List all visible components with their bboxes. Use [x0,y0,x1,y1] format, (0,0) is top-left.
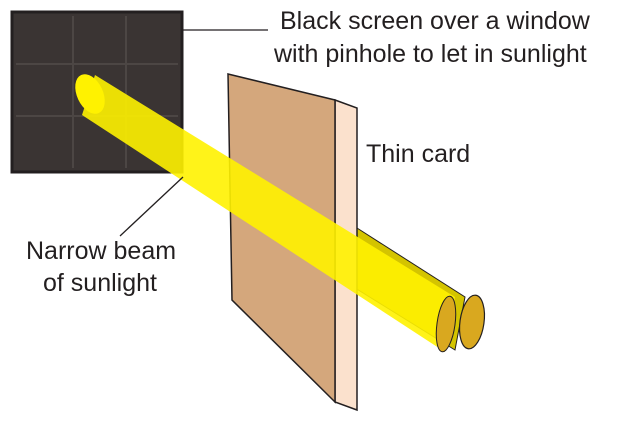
card-label: Thin card [366,140,470,168]
beam-pinhole-end [75,74,105,114]
beam-entry-body [82,75,455,352]
screen-label-line1: Black screen over a window [280,7,591,35]
screen-label-line2: with pinhole to let in sunlight [273,40,587,68]
beam-exit-end [458,294,486,350]
beam-card-cut [435,295,457,353]
beam-label-line1: Narrow beam [26,237,176,265]
beam-entry-section [75,74,457,353]
beam-leader-line [119,176,184,237]
beam-label-line2: of sunlight [43,269,157,297]
